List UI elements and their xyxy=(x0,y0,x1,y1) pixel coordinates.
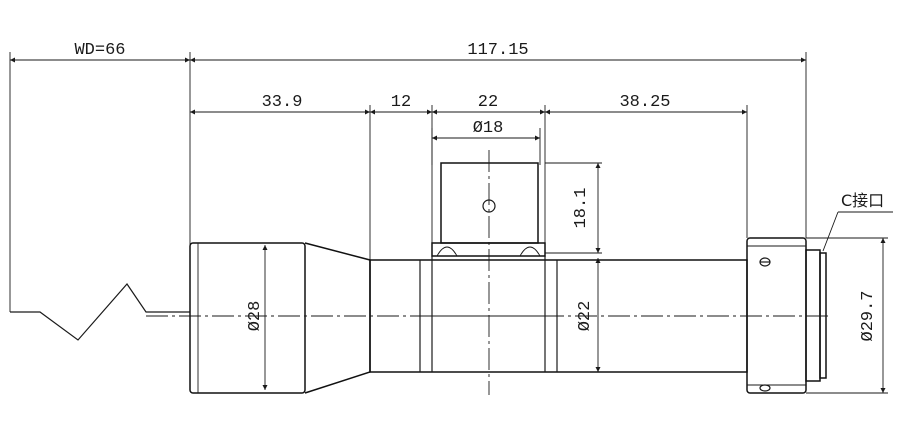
segment4-dimension: 38.25 xyxy=(619,93,670,112)
front-barrel xyxy=(189,242,306,394)
taper-section xyxy=(304,242,371,394)
dimension-texts: WD=66 117.15 33.9 12 22 38.25 Ø18 18.1 Ø… xyxy=(74,41,878,342)
wd-dimension: WD=66 xyxy=(74,41,125,60)
c-mount-flange xyxy=(805,249,821,382)
c-mount-thread xyxy=(819,252,827,379)
port-height-dimension: 18.1 xyxy=(572,188,591,229)
lens-body xyxy=(189,162,827,394)
working-distance-zigzag xyxy=(10,283,190,341)
extension-lines xyxy=(9,52,888,394)
segment3-dimension: 22 xyxy=(478,93,498,112)
side-port-collar xyxy=(431,242,546,257)
c-mount-callout: C接口 xyxy=(822,191,893,252)
total-length-dimension: 117.15 xyxy=(467,41,528,60)
rear-mount-barrel xyxy=(746,237,807,394)
side-port-block xyxy=(440,162,539,244)
segment2-dimension: 12 xyxy=(391,93,411,112)
c-mount-label: C接口 xyxy=(841,191,884,210)
dimension-lines xyxy=(10,57,886,393)
port-diameter-dimension: Ø18 xyxy=(473,119,504,138)
segment1-dimension: 33.9 xyxy=(262,93,303,112)
mount-screw-bottom xyxy=(759,384,771,392)
center-lines xyxy=(146,150,830,395)
mount-diameter-dimension: Ø29.7 xyxy=(859,290,878,341)
